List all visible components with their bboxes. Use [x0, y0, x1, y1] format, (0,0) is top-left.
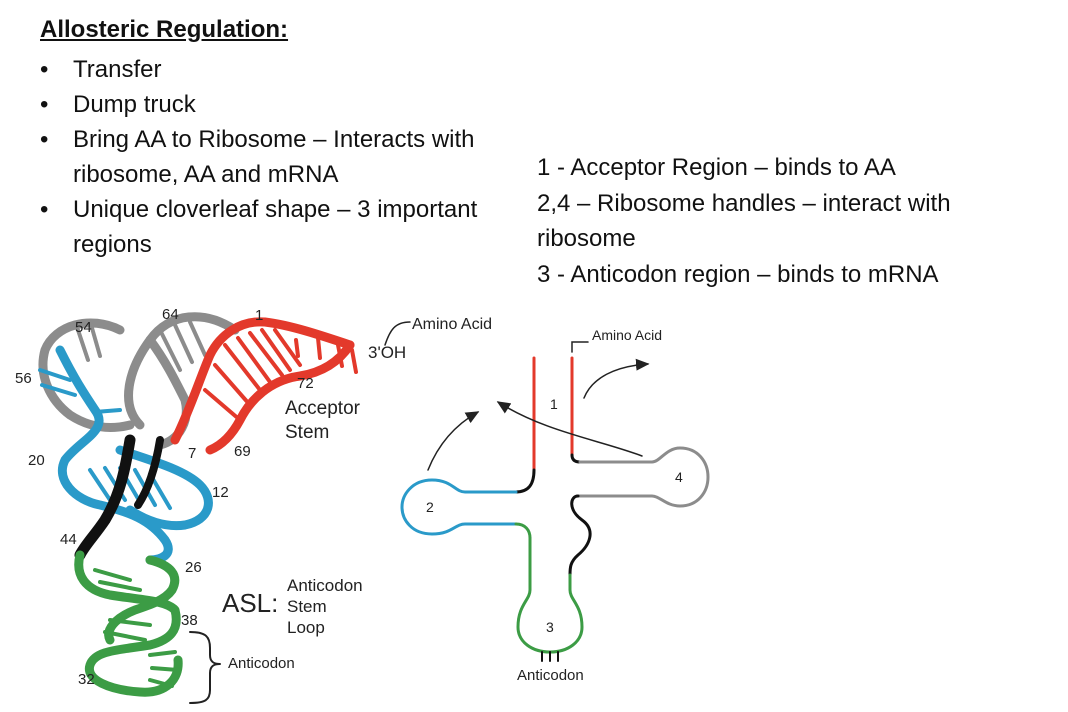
label-n56: 56	[15, 370, 32, 387]
label-n12: 12	[212, 484, 229, 501]
core-join-right	[570, 453, 582, 464]
cloverleaf-region-2: 2	[426, 499, 434, 515]
cloverleaf-region-4: 4	[675, 469, 683, 485]
label-asl-anticodon: Anticodon	[287, 576, 363, 595]
label-n44: 44	[60, 531, 77, 548]
core-join-left	[514, 468, 536, 494]
label-stem: Stem	[285, 422, 329, 443]
loop-4	[576, 446, 710, 508]
label-anticodon: Anticodon	[228, 655, 295, 672]
label-amino-acid: Amino Acid	[412, 316, 492, 333]
label-n54: 54	[75, 319, 92, 336]
label-n32: 32	[78, 671, 95, 688]
label-3oh: 3'OH	[368, 343, 406, 362]
label-n7: 7	[188, 445, 196, 462]
trna-3d-structure	[38, 312, 411, 704]
label-asl-stem: Stem	[287, 597, 327, 616]
label-n1: 1	[255, 307, 263, 324]
core-join-bottom-left	[514, 522, 532, 540]
anticodon-brace	[189, 631, 221, 704]
label-n38: 38	[181, 612, 198, 629]
cloverleaf-region-1: 1	[550, 396, 558, 412]
label-n26: 26	[185, 559, 202, 576]
label-acceptor: Acceptor	[285, 398, 361, 419]
label-n69: 69	[234, 443, 251, 460]
bullet-list: Transfer Dump truck Bring AA to Ribosome…	[40, 52, 500, 262]
anticodon-arm-ribbon	[74, 550, 183, 697]
slide-title: Allosteric Regulation:	[40, 16, 289, 43]
loop-2	[400, 478, 518, 536]
arrow-from-acceptor	[583, 358, 650, 399]
bullet-item: Dump truck	[40, 87, 500, 122]
label-n20: 20	[28, 452, 45, 469]
bullet-item: Bring AA to Ribosome – Interacts with ri…	[40, 122, 500, 192]
cloverleaf-anticodon: Anticodon	[517, 667, 584, 684]
anticodon-ticks	[541, 651, 559, 662]
region-descriptions: 1 - Acceptor Region – binds to AA 2,4 – …	[537, 150, 1037, 292]
cloverleaf-region-3: 3	[546, 619, 554, 635]
arrow-from-loop-2	[427, 411, 480, 471]
core-join-bottom	[568, 494, 592, 577]
amino-acid-pointer	[384, 321, 411, 346]
label-asl-loop: Loop	[287, 618, 325, 637]
trna-3d-labels: 54 64 1 56 72 7 69 20 12 44 26 38 32 Ami…	[15, 306, 492, 688]
amino-acid-bracket	[571, 341, 589, 353]
region-handles-text: 2,4 – Ribosome handles – interact with r…	[537, 189, 951, 253]
cloverleaf-labels: Amino Acid 1 2 3 4 Anticodon	[426, 327, 683, 684]
bullet-item: Transfer	[40, 52, 500, 87]
region-anticodon-text: 3 - Anticodon region – binds to mRNA	[537, 260, 939, 288]
cloverleaf-amino-acid: Amino Acid	[592, 327, 662, 343]
cloverleaf-diagram	[400, 341, 710, 662]
region-acceptor-text: 1 - Acceptor Region – binds to AA	[537, 154, 896, 181]
acceptor-stem-ribbon	[170, 317, 358, 455]
label-n64: 64	[162, 306, 179, 323]
label-asl: ASL:	[222, 588, 278, 618]
label-n72: 72	[297, 375, 314, 392]
core-ribbon	[74, 434, 164, 561]
bullet-item: Unique cloverleaf shape – 3 important re…	[40, 192, 500, 262]
arrow-from-loop-4	[496, 401, 643, 457]
